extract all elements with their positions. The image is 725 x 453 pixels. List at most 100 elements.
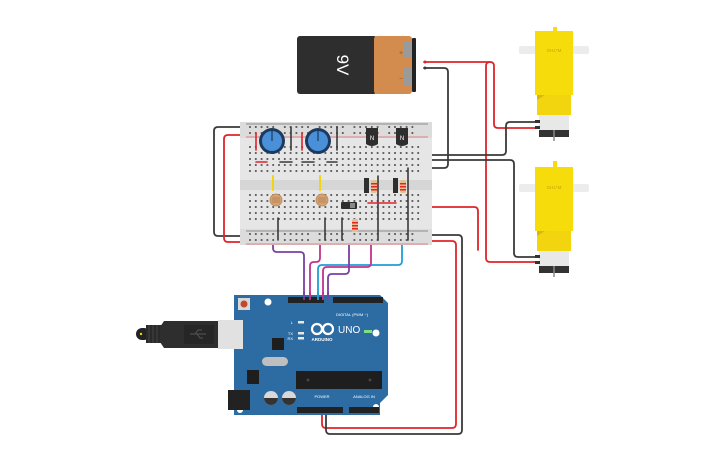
breadboard-hole[interactable]	[249, 194, 251, 196]
breadboard-hole[interactable]	[260, 126, 263, 128]
breadboard-hole[interactable]	[295, 132, 298, 134]
photoresistor-2[interactable]	[315, 193, 329, 207]
breadboard-hole[interactable]	[283, 212, 286, 214]
breadboard-hole[interactable]	[312, 218, 315, 220]
breadboard-hole[interactable]	[249, 200, 251, 202]
breadboard-hole[interactable]	[388, 170, 391, 172]
breadboard-hole[interactable]	[411, 218, 414, 220]
breadboard-hole[interactable]	[283, 126, 286, 128]
breadboard-hole[interactable]	[318, 233, 321, 235]
breadboard-hole[interactable]	[370, 218, 373, 220]
breadboard-hole[interactable]	[399, 152, 402, 154]
breadboard-hole[interactable]	[341, 146, 344, 148]
breadboard-hole[interactable]	[283, 194, 286, 196]
breadboard-hole[interactable]	[301, 206, 304, 208]
breadboard-hole[interactable]	[370, 146, 373, 148]
breadboard-hole[interactable]	[359, 194, 362, 196]
breadboard-hole[interactable]	[330, 233, 333, 235]
breadboard-hole[interactable]	[301, 200, 304, 202]
breadboard-hole[interactable]	[312, 164, 315, 166]
breadboard-hole[interactable]	[382, 152, 385, 154]
breadboard-hole[interactable]	[318, 164, 321, 166]
breadboard-hole[interactable]	[289, 212, 292, 214]
breadboard-hole[interactable]	[365, 152, 367, 154]
breadboard-hole[interactable]	[388, 152, 391, 154]
wire-bb-red-right[interactable]	[367, 206, 479, 251]
breadboard-hole[interactable]	[289, 170, 292, 172]
breadboard-hole[interactable]	[278, 170, 280, 172]
breadboard-hole[interactable]	[307, 194, 309, 196]
breadboard-hole[interactable]	[330, 164, 333, 166]
breadboard-hole[interactable]	[353, 152, 356, 154]
breadboard-hole[interactable]	[254, 200, 257, 202]
breadboard-hole[interactable]	[359, 146, 362, 148]
breadboard-hole[interactable]	[399, 239, 402, 241]
wire-signal-blue[interactable]	[317, 225, 403, 301]
breadboard-hole[interactable]	[318, 239, 321, 241]
breadboard-hole[interactable]	[260, 170, 263, 172]
breadboard-hole[interactable]	[260, 194, 263, 196]
breadboard-hole[interactable]	[376, 146, 379, 148]
breadboard-hole[interactable]	[301, 158, 304, 160]
breadboard-hole[interactable]	[307, 170, 309, 172]
breadboard-hole[interactable]	[341, 194, 344, 196]
breadboard-hole[interactable]	[295, 152, 298, 154]
breadboard-hole[interactable]	[370, 239, 373, 241]
breadboard-hole[interactable]	[394, 132, 396, 134]
breadboard-hole[interactable]	[307, 152, 309, 154]
breadboard-hole[interactable]	[289, 233, 292, 235]
breadboard-hole[interactable]	[283, 146, 286, 148]
breadboard-hole[interactable]	[394, 233, 396, 235]
breadboard-hole[interactable]	[289, 152, 292, 154]
breadboard-hole[interactable]	[399, 126, 402, 128]
breadboard-hole[interactable]	[370, 200, 373, 202]
breadboard-hole[interactable]	[411, 170, 414, 172]
breadboard-hole[interactable]	[336, 212, 338, 214]
wire-battery-plus[interactable]	[423, 61, 541, 129]
breadboard-hole[interactable]	[376, 152, 379, 154]
breadboard-hole[interactable]	[388, 212, 391, 214]
breadboard-hole[interactable]	[260, 132, 263, 134]
motor-1[interactable]: GH1*M	[519, 27, 589, 141]
breadboard-hole[interactable]	[272, 164, 275, 166]
breadboard-hole[interactable]	[399, 146, 402, 148]
breadboard-hole[interactable]	[254, 164, 257, 166]
breadboard-hole[interactable]	[254, 218, 257, 220]
breadboard-hole[interactable]	[324, 126, 327, 128]
wire-gnd-black[interactable]	[325, 234, 463, 435]
breadboard-hole[interactable]	[283, 164, 286, 166]
breadboard-hole[interactable]	[289, 200, 292, 202]
breadboard-hole[interactable]	[249, 239, 251, 241]
power-header[interactable]	[297, 407, 343, 413]
breadboard-hole[interactable]	[307, 158, 309, 160]
breadboard-hole[interactable]	[330, 218, 333, 220]
breadboard-hole[interactable]	[370, 158, 373, 160]
breadboard-hole[interactable]	[336, 164, 338, 166]
breadboard-hole[interactable]	[365, 218, 367, 220]
breadboard-hole[interactable]	[272, 126, 275, 128]
breadboard-hole[interactable]	[388, 218, 391, 220]
breadboard-hole[interactable]	[249, 152, 251, 154]
breadboard-hole[interactable]	[336, 200, 338, 202]
breadboard-hole[interactable]	[283, 206, 286, 208]
breadboard-hole[interactable]	[307, 200, 309, 202]
breadboard-hole[interactable]	[417, 152, 420, 154]
breadboard-hole[interactable]	[376, 158, 379, 160]
breadboard-hole[interactable]	[278, 158, 280, 160]
breadboard-hole[interactable]	[370, 233, 373, 235]
breadboard-hole[interactable]	[283, 170, 286, 172]
breadboard-hole[interactable]	[283, 233, 286, 235]
wire-motor2-neg[interactable]	[397, 159, 541, 258]
breadboard-hole[interactable]	[388, 126, 391, 128]
breadboard-hole[interactable]	[295, 200, 298, 202]
breadboard-hole[interactable]	[417, 212, 420, 214]
breadboard-hole[interactable]	[272, 239, 275, 241]
breadboard-hole[interactable]	[283, 152, 286, 154]
breadboard-hole[interactable]	[347, 146, 350, 148]
breadboard-hole[interactable]	[272, 206, 275, 208]
breadboard-hole[interactable]	[388, 132, 391, 134]
diode-2[interactable]	[393, 178, 398, 193]
breadboard-hole[interactable]	[382, 170, 385, 172]
breadboard-hole[interactable]	[324, 170, 327, 172]
breadboard-hole[interactable]	[382, 212, 385, 214]
